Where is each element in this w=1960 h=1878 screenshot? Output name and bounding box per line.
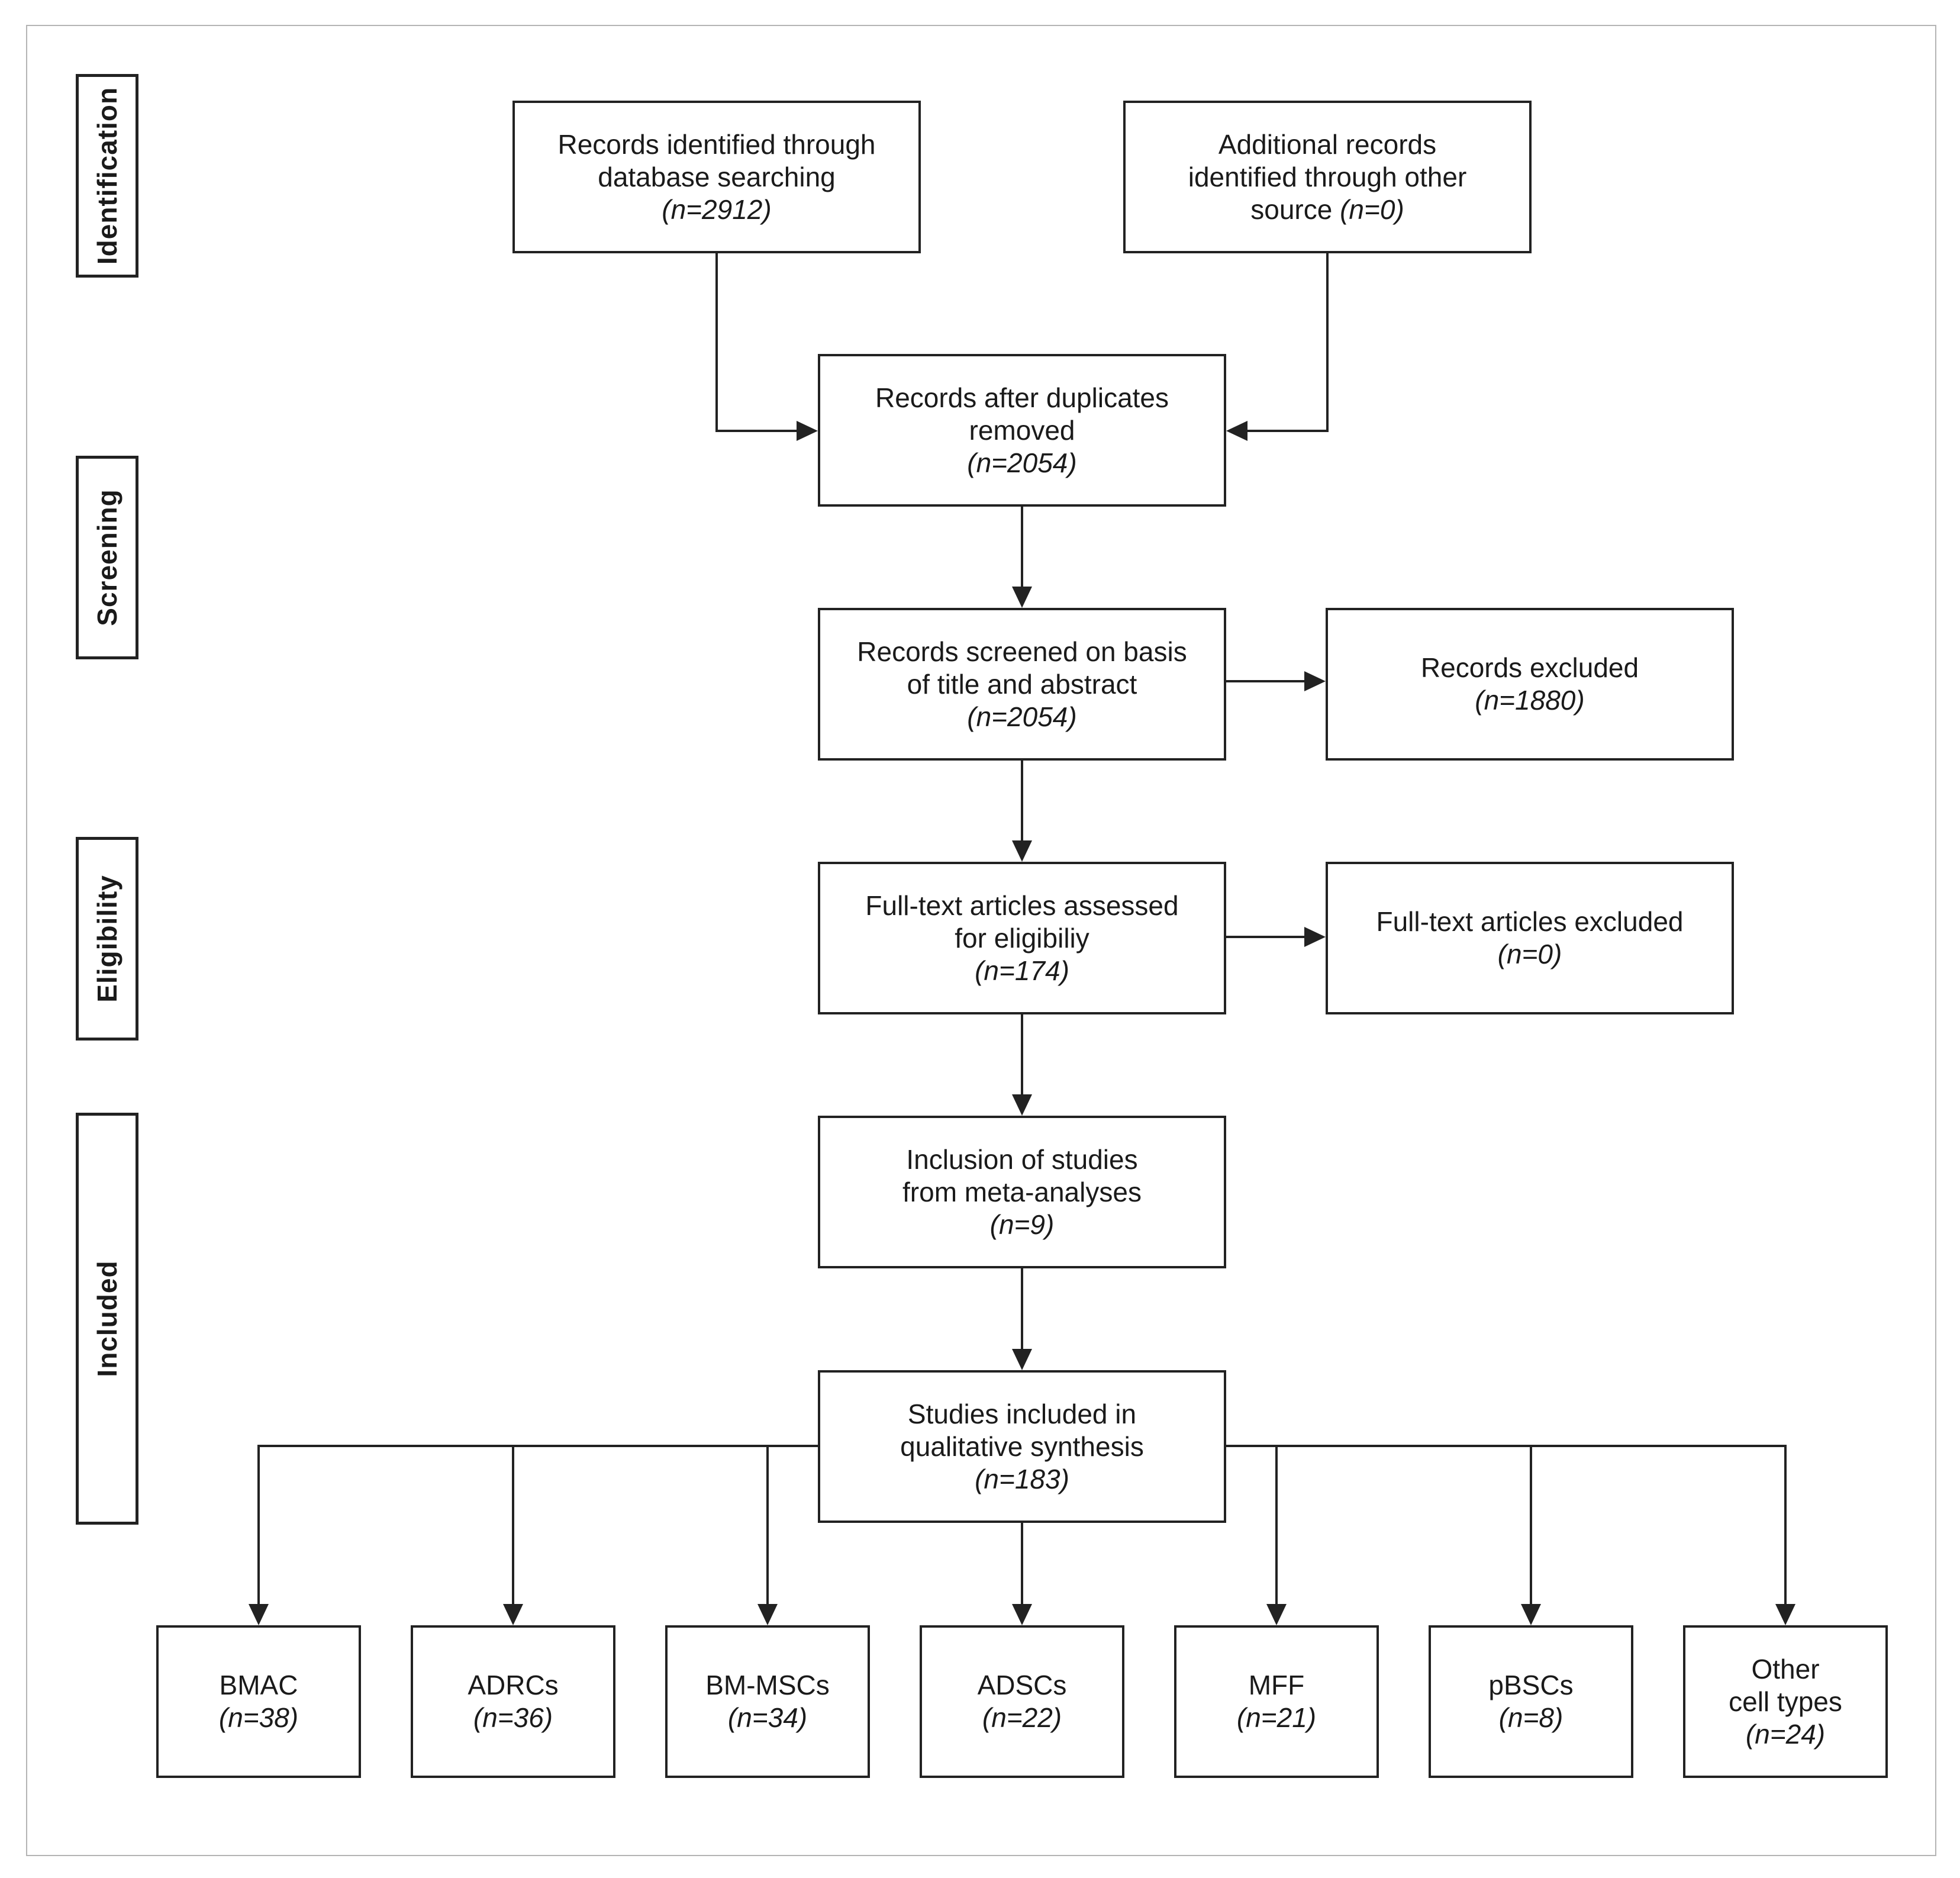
box-records-screened-line-1: Records screened on basis: [857, 636, 1187, 667]
box-cell-type-mff: MFF (n=21): [1174, 1625, 1379, 1778]
box-qualitative-synthesis-count: (n=183): [975, 1463, 1069, 1494]
box-meta-inclusion-count: (n=9): [989, 1209, 1055, 1240]
cell-type-pbscs-label: pBSCs: [1488, 1670, 1574, 1700]
box-fulltext-excluded: Full-text articles excluded (n=0): [1326, 862, 1734, 1014]
box-records-excluded: Records excluded (n=1880): [1326, 608, 1734, 761]
cell-type-adrcs-count: (n=36): [473, 1702, 553, 1733]
arrowhead-7: [1012, 587, 1032, 608]
box-other-source-count: (n=0): [1340, 194, 1404, 225]
box-cell-type-adscs: ADSCs (n=22): [920, 1625, 1124, 1778]
cell-type-other-count: (n=24): [1745, 1718, 1826, 1750]
arrowhead-15: [1304, 671, 1326, 691]
box-meta-inclusion-line-2: from meta-analyses: [902, 1176, 1142, 1207]
arrowhead-25: [757, 1604, 778, 1625]
box-fulltext-assessed: Full-text articles assessed for eligibil…: [818, 862, 1226, 1014]
arrowhead-11: [1012, 1094, 1032, 1116]
cell-type-adscs-label: ADSCs: [977, 1670, 1067, 1700]
stage-eligibility: Eligibility: [76, 837, 138, 1041]
arrowhead-5: [1226, 421, 1247, 441]
stage-eligibility-label: Eligibility: [92, 875, 122, 1003]
box-other-source-line-1: Additional records: [1218, 128, 1437, 160]
arrowhead-29: [1521, 1604, 1541, 1625]
box-records-screened: Records screened on basis of title and a…: [818, 608, 1226, 761]
cell-type-mff-label: MFF: [1248, 1670, 1305, 1700]
box-after-duplicates-line-1: Records after duplicates: [875, 382, 1169, 413]
box-cell-type-adrcs: ADRCs (n=36): [411, 1625, 615, 1778]
box-fulltext-assessed-line-2: for eligibiliy: [955, 922, 1089, 954]
box-records-screened-line-2: of title and abstract: [907, 668, 1137, 700]
box-fulltext-assessed-line-1: Full-text articles assessed: [865, 890, 1179, 921]
box-database-search-count: (n=2912): [662, 194, 772, 225]
cell-type-adrcs-label: ADRCs: [468, 1670, 559, 1700]
box-after-duplicates: Records after duplicates removed (n=2054…: [818, 354, 1226, 507]
stage-screening-label: Screening: [92, 489, 122, 626]
cell-type-bmac-count: (n=38): [218, 1702, 299, 1733]
box-database-search: Records identified through database sear…: [512, 101, 921, 253]
box-database-search-line-2: database searching: [598, 161, 836, 192]
stage-included: Included: [76, 1113, 138, 1525]
stage-identification: Identification: [76, 74, 138, 278]
box-cell-type-bm-mscs: BM-MSCs (n=34): [665, 1625, 870, 1778]
box-meta-inclusion-line-1: Inclusion of studies: [906, 1143, 1138, 1175]
box-records-screened-count: (n=2054): [967, 701, 1077, 732]
box-after-duplicates-line-2: removed: [969, 414, 1075, 446]
box-other-source-line-2: identified through other: [1188, 161, 1467, 192]
box-records-excluded-line-1: Records excluded: [1420, 652, 1639, 683]
cell-type-other-label-2: cell types: [1729, 1686, 1842, 1717]
box-cell-type-pbscs: pBSCs (n=8): [1429, 1625, 1633, 1778]
cell-type-mff-count: (n=21): [1236, 1702, 1317, 1733]
arrowhead-31: [1775, 1604, 1795, 1625]
cell-type-other-label-1: Other: [1751, 1653, 1820, 1684]
box-fulltext-excluded-count: (n=0): [1497, 939, 1562, 969]
box-cell-type-other: Other cell types (n=24): [1683, 1625, 1888, 1778]
arrowhead-17: [1304, 927, 1326, 947]
cell-type-bmac-label: BMAC: [219, 1670, 298, 1700]
arrowhead-21: [249, 1604, 269, 1625]
cell-type-pbscs-count: (n=8): [1498, 1702, 1564, 1733]
box-other-source-text: source: [1250, 194, 1340, 225]
box-qualitative-synthesis: Studies included in qualitative synthesi…: [818, 1370, 1226, 1523]
cell-type-adscs-count: (n=22): [982, 1702, 1062, 1733]
cell-type-bm-mscs-label: BM-MSCs: [705, 1670, 830, 1700]
box-fulltext-excluded-line-1: Full-text articles excluded: [1376, 906, 1684, 937]
box-other-source: Additional records identified through ot…: [1123, 101, 1532, 253]
arrowhead-33: [1012, 1604, 1032, 1625]
box-fulltext-assessed-count: (n=174): [975, 955, 1069, 986]
box-qualitative-synthesis-line-2: qualitative synthesis: [900, 1431, 1144, 1462]
box-qualitative-synthesis-line-1: Studies included in: [907, 1398, 1137, 1429]
arrowhead-9: [1012, 840, 1032, 862]
arrowhead-13: [1012, 1349, 1032, 1370]
box-after-duplicates-count: (n=2054): [967, 447, 1077, 478]
arrowhead-23: [503, 1604, 523, 1625]
box-database-search-line-1: Records identified through: [557, 128, 876, 160]
arrowhead-27: [1266, 1604, 1287, 1625]
box-other-source-line-3: source (n=0): [1250, 194, 1404, 226]
figure-frame: [26, 25, 1936, 1856]
stage-identification-label: Identification: [92, 86, 122, 265]
box-records-excluded-count: (n=1880): [1475, 685, 1585, 716]
stage-screening: Screening: [76, 456, 138, 659]
box-meta-inclusion: Inclusion of studies from meta-analyses …: [818, 1116, 1226, 1268]
box-cell-type-bmac: BMAC (n=38): [156, 1625, 361, 1778]
cell-type-bm-mscs-count: (n=34): [727, 1702, 808, 1733]
arrowhead-2: [797, 421, 818, 441]
stage-included-label: Included: [92, 1260, 122, 1377]
